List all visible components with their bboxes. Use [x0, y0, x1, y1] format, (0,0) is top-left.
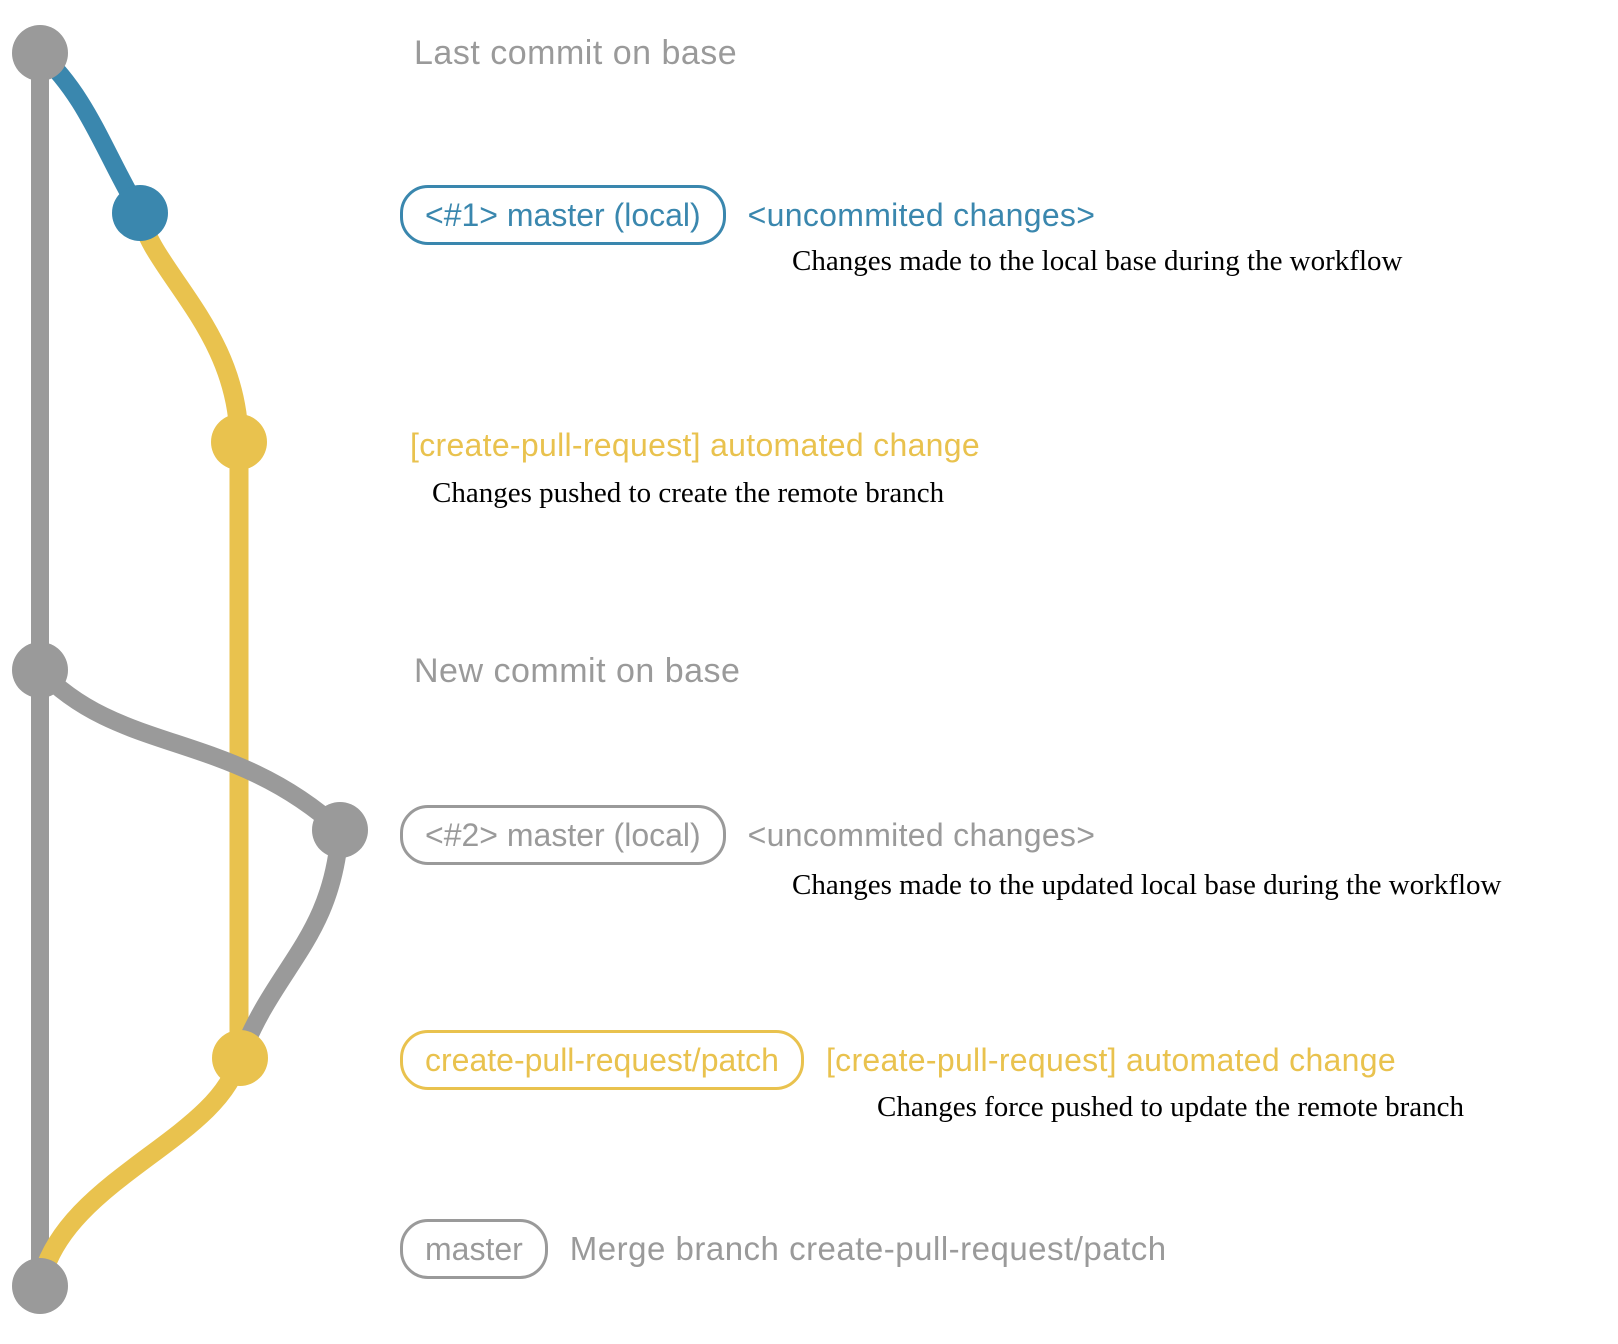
- commit-1-description: Changes made to the local base during th…: [792, 245, 1403, 277]
- commit-node-local-1: [112, 185, 168, 241]
- push-1-description: Changes pushed to create the remote bran…: [432, 477, 945, 509]
- push-1-annotation: [create-pull-request] automated change: [410, 427, 980, 463]
- merge-label: Merge branch create-pull-request/patch: [569, 1230, 1167, 1267]
- commit-1-ref-badge: <#1> master (local): [400, 185, 726, 245]
- merge-ref-badge: master: [400, 1219, 548, 1279]
- commit-node-new-base: [12, 642, 68, 698]
- last-commit-label: Last commit on base: [414, 34, 738, 72]
- commit-2-description: Changes made to the updated local base d…: [792, 869, 1502, 901]
- new-commit-label: New commit on base: [414, 652, 741, 690]
- commit-node-remote-push-2: [212, 1030, 268, 1086]
- commit-1-row: <#1> master (local) <uncommited changes>: [400, 185, 1095, 245]
- push-2-row: create-pull-request/patch [create-pull-r…: [400, 1030, 1396, 1090]
- commit-node-merge: [12, 1258, 68, 1314]
- local-branch-1-line: [33, 46, 148, 218]
- commit-graph: [12, 25, 368, 1314]
- local-branch-2-line: [33, 663, 347, 837]
- commit-node-remote-push-1: [211, 414, 267, 470]
- merge-row: master Merge branch create-pull-request/…: [400, 1219, 1167, 1279]
- commit-2-annotation: <uncommited changes>: [747, 817, 1096, 853]
- push-2-description: Changes force pushed to update the remot…: [877, 1091, 1465, 1123]
- push-2-annotation: [create-pull-request] automated change: [825, 1042, 1396, 1078]
- commit-node-local-2: [312, 802, 368, 858]
- commit-1-annotation: <uncommited changes>: [747, 197, 1096, 233]
- commit-2-ref-badge: <#2> master (local): [400, 805, 726, 865]
- push-2-ref-badge: create-pull-request/patch: [400, 1030, 804, 1090]
- commit-node-last-base: [12, 25, 68, 81]
- local-branch-2-merge-line: [231, 829, 349, 1062]
- commit-2-row: <#2> master (local) <uncommited changes>: [400, 805, 1095, 865]
